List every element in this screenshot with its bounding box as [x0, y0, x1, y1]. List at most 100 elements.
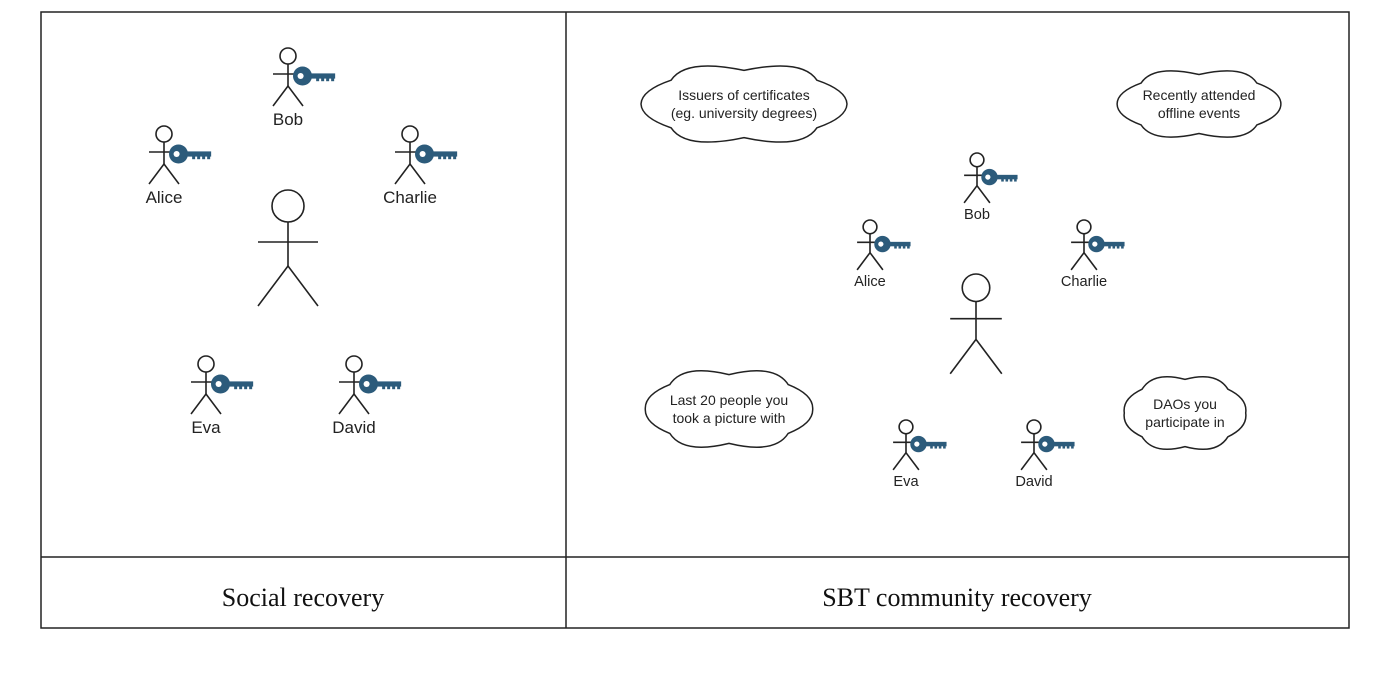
- key-shaft: [431, 151, 458, 157]
- cloud-text-line: offline events: [1158, 105, 1240, 121]
- key-tooth: [898, 245, 902, 249]
- key-tooth: [316, 78, 320, 82]
- key-tooth: [1108, 245, 1111, 249]
- key-tooth: [249, 386, 253, 390]
- key-shaft: [924, 441, 947, 447]
- guardian-charlie: Charlie: [383, 125, 458, 207]
- key-tooth: [1066, 445, 1070, 449]
- key-tooth: [192, 156, 196, 160]
- figure-right-leg: [287, 265, 319, 307]
- figure-head: [961, 273, 991, 303]
- key-icon: [1038, 435, 1075, 453]
- figure-head: [862, 219, 878, 235]
- figure-right-leg: [976, 185, 991, 204]
- figure-head: [1026, 419, 1042, 435]
- key-tooth: [207, 156, 211, 160]
- key-tooth: [443, 156, 447, 160]
- key-icon: [169, 144, 212, 164]
- key-tooth: [1062, 445, 1066, 449]
- cloud-text-line: Recently attended: [1143, 87, 1256, 103]
- cloud-text-line: took a picture with: [673, 410, 786, 426]
- community-cloud: Recently attended offline events: [1116, 70, 1282, 138]
- figure-left-leg: [272, 85, 289, 107]
- figure-right-leg: [353, 393, 370, 415]
- key-icon: [293, 66, 336, 86]
- central-person-figure: [257, 189, 319, 307]
- key-hole: [363, 380, 370, 388]
- key-tooth: [438, 156, 442, 160]
- figure-right-leg: [869, 252, 884, 271]
- cloud-icon: [644, 370, 814, 448]
- key-tooth: [202, 156, 206, 160]
- key-icon: [981, 168, 1018, 186]
- figure-right-leg: [409, 163, 426, 185]
- figure-left-leg: [190, 393, 207, 415]
- cloud-text-line: Last 20 people you: [670, 392, 788, 408]
- cloud-text-line: Issuers of certificates: [678, 87, 810, 103]
- guardian-name-label: David: [1015, 474, 1052, 490]
- figure-left-leg: [892, 452, 907, 471]
- guardian-name-label: David: [332, 418, 375, 437]
- key-hole: [419, 150, 426, 158]
- figure-left-leg: [338, 393, 355, 415]
- guardian-eva: Eva: [190, 355, 254, 437]
- key-tooth: [1005, 178, 1009, 182]
- guardian-name-label: Bob: [273, 110, 303, 129]
- guardian-david: David: [332, 355, 402, 437]
- figure-left-leg: [949, 338, 977, 375]
- key-tooth: [197, 156, 201, 160]
- figure-left-leg: [1020, 452, 1035, 471]
- key-hole: [914, 441, 920, 447]
- key-icon: [359, 374, 402, 394]
- caption-sbt-community-recovery: SBT community recovery: [822, 583, 1092, 612]
- community-cloud: Issuers of certificates (eg. university d…: [640, 65, 848, 143]
- key-shaft: [888, 241, 911, 247]
- key-hole: [173, 150, 180, 158]
- guardian-bob: Bob: [272, 47, 336, 129]
- key-icon: [874, 235, 911, 253]
- key-tooth: [244, 386, 248, 390]
- key-shaft: [1102, 241, 1125, 247]
- stick-figure-icon: [892, 419, 920, 471]
- key-tooth: [938, 445, 942, 449]
- key-tooth: [234, 386, 238, 390]
- figure-left-leg: [1070, 252, 1085, 271]
- guardian-alice: Alice: [146, 125, 212, 207]
- key-icon: [910, 435, 947, 453]
- figure-head: [345, 355, 363, 373]
- key-tooth: [1009, 178, 1013, 182]
- key-icon: [211, 374, 254, 394]
- stick-figure-icon: [148, 125, 180, 185]
- key-tooth: [1116, 245, 1120, 249]
- cloud-text-line: (eg. university degrees): [671, 105, 817, 121]
- key-shaft: [309, 73, 336, 79]
- cloud-icon: [1123, 376, 1247, 450]
- key-tooth: [1071, 445, 1074, 449]
- figure-head: [271, 189, 305, 223]
- stick-figure-icon: [394, 125, 426, 185]
- guardian-name-label: Eva: [893, 474, 919, 490]
- key-hole: [215, 380, 222, 388]
- key-shaft: [995, 174, 1018, 180]
- key-tooth: [326, 78, 330, 82]
- key-tooth: [397, 386, 401, 390]
- figure-right-leg: [975, 338, 1003, 375]
- key-icon: [1088, 235, 1125, 253]
- key-tooth: [1121, 245, 1124, 249]
- guardian-name-label: Alice: [854, 274, 886, 290]
- key-shaft: [1052, 441, 1075, 447]
- figure-right-leg: [1033, 452, 1048, 471]
- key-tooth: [387, 386, 391, 390]
- figure-right-leg: [163, 163, 180, 185]
- key-tooth: [943, 445, 946, 449]
- figure-head: [197, 355, 215, 373]
- figure-head: [969, 152, 985, 168]
- key-tooth: [907, 245, 910, 249]
- key-tooth: [1112, 245, 1116, 249]
- key-shaft: [185, 151, 212, 157]
- key-hole: [297, 72, 304, 80]
- guardian-name-label: Charlie: [383, 188, 437, 207]
